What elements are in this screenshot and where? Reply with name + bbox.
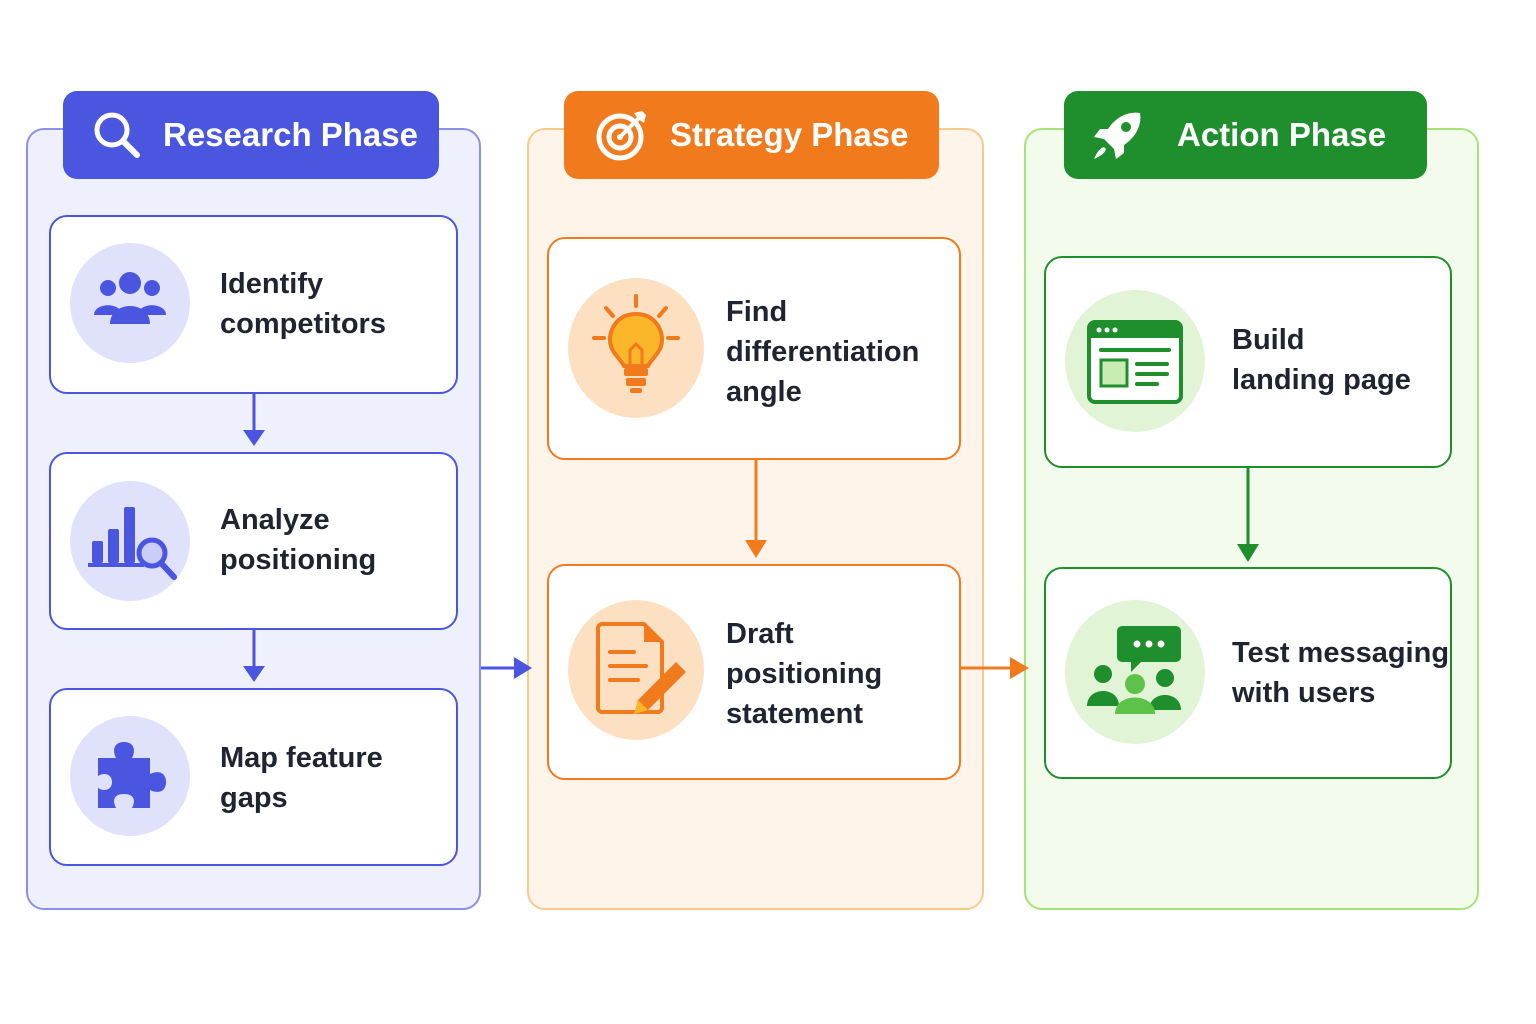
puzzle-piece-icon [98, 742, 166, 808]
people-icon [94, 272, 166, 324]
action-phase-title: Action Phase [1177, 116, 1387, 153]
research-phase-title: Research Phase [163, 116, 418, 153]
target-icon [596, 111, 646, 161]
step-label-build-landing-page: Build landing page [1232, 324, 1411, 396]
action-phase-panel [1024, 128, 1479, 910]
step-icon-circle [70, 716, 190, 836]
lightbulb-icon [592, 294, 680, 393]
strategy-phase-title: Strategy Phase [670, 116, 909, 153]
action-phase-header: Action Phase [1064, 91, 1427, 179]
step-icon-circle [70, 243, 190, 363]
strategy-phase-header: Strategy Phase [564, 91, 939, 179]
step-label-map-feature-gaps: Map feature gaps [220, 742, 383, 814]
rocket-icon [1094, 112, 1141, 159]
group-chat-icon [1087, 626, 1181, 714]
step-icon-circle [1065, 600, 1205, 744]
step-icon-circle [568, 600, 704, 740]
step-icon-circle [1065, 290, 1205, 432]
document-pencil-icon [596, 622, 686, 714]
search-icon [94, 112, 140, 158]
step-label-draft-positioning-statement: Draft positioning statement [726, 618, 883, 730]
bar-chart-magnifier-icon [88, 507, 177, 580]
step-label-test-messaging-with-users: Test messaging with users [1232, 637, 1450, 709]
arrow-research-to-strategy [481, 657, 532, 679]
step-icon-circle [70, 481, 190, 601]
research-phase-header: Research Phase [63, 91, 439, 179]
step-label-find-differentiation-angle: Find differentiation angle [726, 296, 920, 408]
browser-window-icon [1087, 320, 1183, 404]
step-label-analyze-positioning: Analyze positioning [220, 504, 377, 576]
step-label-identify-competitors: Identify competitors [220, 268, 386, 340]
step-icon-circle [568, 278, 704, 418]
